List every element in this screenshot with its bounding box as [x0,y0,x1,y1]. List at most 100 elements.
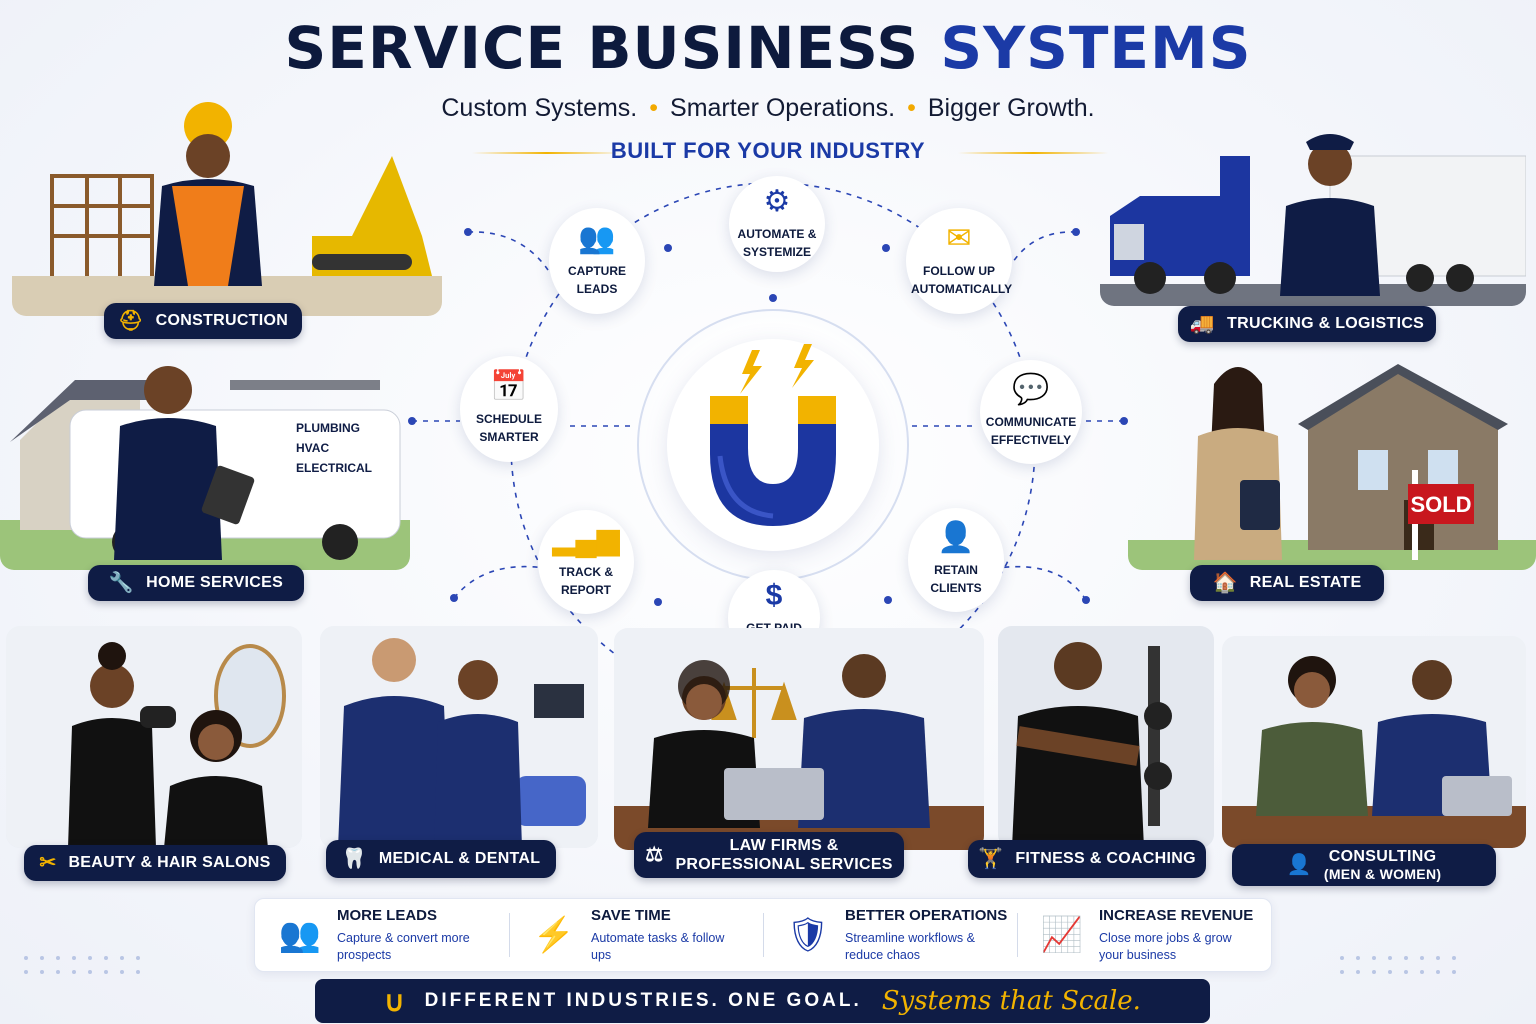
tagline-1: Custom Systems. [441,94,638,122]
hub-label-capture: CAPTURE LEADS [567,264,626,296]
calendar-icon: 📅 [490,370,528,403]
scissors-icon: ✂ [39,852,57,874]
van-text-plumbing: PLUMBING [296,421,360,435]
footer-script: Systems that Scale. [881,986,1141,1016]
medical-scene [320,626,598,848]
dollar-icon: $ [765,579,783,612]
industry-real-estate[interactable]: 🏠 REAL ESTATE [1190,565,1384,601]
beauty-scene [6,626,302,848]
benefit-increase-revenue: 📈 INCREASE REVENUE Close more jobs & gro… [1017,899,1271,971]
hub-label-retain: RETAIN CLIENTS [930,563,982,595]
benefit-title: INCREASE REVENUE [1099,906,1254,924]
fitness-scene [998,626,1214,848]
users-icon: 👥 [578,222,616,255]
wrench-icon: 🔧 [108,572,135,594]
hub-node-schedule[interactable]: 📅 SCHEDULE SMARTER [460,356,558,462]
tooth-icon: 🦷 [341,848,367,870]
dot-pattern-left [24,956,142,974]
industry-fitness[interactable]: 🏋 FITNESS & COACHING [968,840,1206,878]
law-illustration [614,628,984,850]
industry-label-fitness: FITNESS & COACHING [1015,850,1196,868]
hub-label-schedule: SCHEDULE SMARTER [475,412,542,444]
industry-label-home: HOME SERVICES [146,574,284,592]
industry-trucking[interactable]: 🚚 TRUCKING & LOGISTICS [1178,306,1436,342]
industry-label-consulting-2: (MEN & WOMEN) [1323,866,1442,883]
industry-consulting[interactable]: 👤 CONSULTING (MEN & WOMEN) [1232,844,1496,886]
benefit-title: SAVE TIME [591,906,671,924]
title-accent: SYSTEMS [940,14,1252,82]
medical-illustration [320,626,598,848]
tagline-3: Bigger Growth. [927,94,1095,122]
fitness-illustration [998,626,1214,848]
scales-icon: ⚖ [645,844,664,866]
benefit-desc: Automate tasks & follow ups [591,930,725,962]
hub-node-retain[interactable]: 👤 RETAIN CLIENTS [908,508,1004,612]
industry-label-law-1: LAW FIRMS & [729,836,839,854]
footer-text: DIFFERENT INDUSTRIES. ONE GOAL. [424,990,862,1011]
tagline-2: Smarter Operations. [670,94,896,122]
user-star-icon: 👤 [937,521,975,554]
magnet-icon [710,344,836,526]
hard-hat-icon: ⛑ [117,310,144,332]
shield-check-icon: 🛡 [786,916,830,954]
beauty-illustration [6,626,302,848]
magnet-icon: ∪ [384,985,405,1017]
industry-construction[interactable]: ⛑ CONSTRUCTION [104,303,302,339]
sold-sign-text: SOLD [1410,492,1471,517]
footer-banner: ∪ DIFFERENT INDUSTRIES. ONE GOAL. System… [315,979,1210,1023]
industry-home-services[interactable]: 🔧 HOME SERVICES [88,565,304,601]
hub-node-communicate[interactable]: 💬 COMMUNICATE EFFECTIVELY [980,360,1082,464]
van-text-hvac: HVAC [296,441,329,455]
connector-fitness [997,565,1087,601]
page-title: SERVICE BUSINESS SYSTEMS [0,14,1536,82]
industry-label-real-estate: REAL ESTATE [1249,574,1362,592]
hub-node-follow-up[interactable]: ✉ FOLLOW UP AUTOMATICALLY [906,208,1012,314]
industry-label-law: LAW FIRMS & PROFESSIONAL SERVICES [675,836,892,874]
hub-label-follow-up: FOLLOW UP AUTOMATICALLY [911,264,1013,296]
industry-label-construction: CONSTRUCTION [155,312,289,330]
construction-illustration [12,102,442,316]
law-scene [614,628,984,850]
benefit-title: BETTER OPERATIONS [845,906,1008,924]
benefit-more-leads: 👥 MORE LEADS Capture & convert more pros… [255,899,509,971]
industry-label-medical: MEDICAL & DENTAL [378,850,541,868]
van-text-electrical: ELECTRICAL [296,461,372,475]
house-icon: 🏠 [1212,572,1238,594]
hub-label-track: TRACK & REPORT [559,565,613,597]
industry-label-trucking: TRUCKING & LOGISTICS [1227,315,1425,333]
industry-law[interactable]: ⚖ LAW FIRMS & PROFESSIONAL SERVICES [634,832,904,878]
lightning-icon: ⚡ [532,916,576,954]
dot-pattern-right [1340,956,1458,974]
tagline-dot: • [907,94,916,122]
hub-label-automate: AUTOMATE & SYSTEMIZE [737,227,817,259]
chat-bubbles-icon: 💬 [1012,373,1050,406]
industry-label-law-2: PROFESSIONAL SERVICES [675,856,893,873]
divider-right [958,152,1108,154]
tagline: Custom Systems.•Smarter Operations.•Bigg… [0,94,1536,123]
real-estate-illustration: SOLD [1128,364,1536,570]
section-label: BUILT FOR YOUR INDUSTRY [610,138,926,163]
dumbbell-icon: 🏋 [978,848,1004,870]
growth-chart-icon: 📈 [1040,916,1084,954]
connector-beauty [453,565,546,599]
benefit-better-operations: 🛡 BETTER OPERATIONS Streamline workflows… [763,899,1017,971]
hub-label-communicate: COMMUNICATE EFFECTIVELY [985,415,1077,447]
consulting-illustration [1222,636,1526,848]
benefit-desc: Capture & convert more prospects [337,930,470,962]
benefit-title: MORE LEADS [337,906,438,924]
hub-node-automate[interactable]: ⚙ AUTOMATE & SYSTEMIZE [729,176,825,272]
industry-medical[interactable]: 🦷 MEDICAL & DENTAL [326,840,556,878]
benefit-desc: Streamline workflows & reduce chaos [845,930,975,962]
gear-icon: ⚙ [763,185,791,218]
benefits-bar: 👥 MORE LEADS Capture & convert more pros… [254,898,1272,972]
connector-trucking [1007,231,1077,271]
trucking-scene [1100,106,1526,306]
benefit-save-time: ⚡ SAVE TIME Automate tasks & follow ups [509,899,763,971]
hub-node-track[interactable]: ▂▄▆ TRACK & REPORT [538,510,634,614]
users-icon: 👥 [278,916,322,954]
home-services-scene: PLUMBING HVAC ELECTRICAL [0,350,410,570]
hub-node-capture-leads[interactable]: 👥 CAPTURE LEADS [549,208,645,314]
industry-label-beauty: BEAUTY & HAIR SALONS [68,854,271,872]
bar-chart-icon: ▂▄▆ [552,523,620,556]
industry-beauty[interactable]: ✂ BEAUTY & HAIR SALONS [24,845,286,881]
